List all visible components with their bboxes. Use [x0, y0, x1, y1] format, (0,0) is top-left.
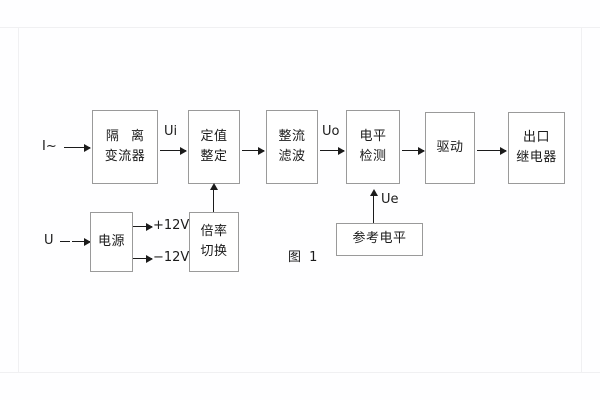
arrow-current-input-to-isolation-ct [64, 143, 91, 152]
block-output-relay: 出口 继电器 [508, 112, 565, 184]
block-multiplier-switch: 倍率 切换 [189, 212, 239, 272]
frame-right-line [581, 27, 582, 373]
block-setting-line-2: 整定 [200, 149, 228, 164]
block-level-detect-line-1: 电平 [359, 128, 387, 144]
rail-negative-label: −12V [153, 250, 190, 265]
current-input-label: I~ [42, 139, 57, 154]
frame-top-line [0, 27, 600, 28]
block-rectify-filter: 整流 滤波 [266, 110, 318, 184]
block-reference-level-line-1: 参考电平 [352, 231, 407, 247]
block-power-supply-line-1: 电源 [97, 233, 125, 249]
block-multiplier-switch-line-2: 切换 [200, 244, 228, 259]
block-isolation-ct: 隔 离 变流器 [92, 110, 158, 184]
block-multiplier-switch-line-1: 倍率 [200, 223, 228, 239]
block-level-detect-line-2: 检测 [359, 149, 387, 164]
rail-positive-label: +12V [153, 218, 190, 233]
block-isolation-ct-line-2: 变流器 [104, 149, 146, 164]
block-isolation-ct-line-1: 隔 离 [105, 128, 149, 144]
voltage-input-label: U [44, 233, 54, 248]
arrow-voltage-input-to-power-supply [72, 237, 91, 246]
block-drive: 驱动 [425, 112, 475, 184]
arrow-reference-level-to-level-detect [369, 189, 378, 223]
voltage-input-lead [60, 241, 70, 242]
arrow-multiplier-switch-to-setting [209, 183, 218, 212]
block-output-relay-line-2: 继电器 [516, 150, 557, 165]
block-output-relay-line-1: 出口 [522, 129, 550, 145]
figure-caption: 图 1 [288, 250, 320, 265]
frame-bottom-line [0, 372, 600, 373]
signal-ui-label: Ui [164, 124, 178, 139]
block-drive-line-1: 驱动 [436, 139, 464, 155]
block-setting-line-1: 定值 [200, 128, 228, 144]
block-power-supply: 电源 [90, 212, 133, 272]
block-setting: 定值 整定 [188, 110, 240, 184]
signal-ue-label: Ue [381, 192, 399, 207]
arrow-power-supply-rail-positive [133, 222, 153, 231]
arrow-rectify-filter-to-level-detect [320, 146, 345, 155]
frame-left-line [18, 27, 19, 373]
block-reference-level: 参考电平 [336, 223, 423, 256]
arrow-power-supply-rail-negative [133, 254, 153, 263]
block-level-detect: 电平 检测 [346, 110, 400, 184]
signal-uo-label: Uo [322, 124, 340, 139]
arrow-isolation-ct-to-setting [160, 146, 187, 155]
block-rectify-filter-line-1: 整流 [278, 128, 306, 144]
arrow-setting-to-rectify-filter [242, 146, 265, 155]
arrow-level-detect-to-drive [402, 146, 425, 155]
block-rectify-filter-line-2: 滤波 [278, 149, 306, 164]
arrow-drive-to-output-relay [477, 146, 507, 155]
